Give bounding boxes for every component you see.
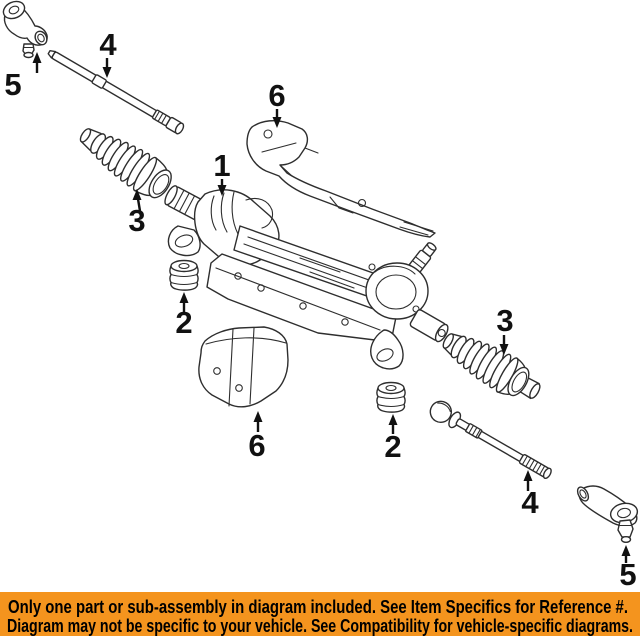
callout-arrow-1 — [217, 179, 227, 196]
steering-gear-boot-left-drawing — [79, 128, 172, 199]
callout-arrow-6-top — [272, 109, 282, 128]
heat-shield-upper-drawing — [246, 119, 436, 238]
callout-label-6-bottom: 6 — [248, 428, 265, 463]
callout-arrow-3-right — [499, 335, 509, 355]
heat-shield-lower-drawing — [198, 326, 289, 408]
callout-label-3-left: 3 — [128, 203, 145, 238]
disclaimer-line-1: Only one part or sub-assembly in diagram… — [8, 597, 628, 617]
disclaimer-banner: Only one part or sub-assembly in diagram… — [0, 592, 640, 636]
callout-label-1: 1 — [213, 148, 230, 183]
callout-label-4-top: 4 — [99, 27, 117, 62]
disclaimer-text-canvas: Only one part or sub-assembly in diagram… — [7, 597, 633, 636]
callout-arrow-3-left — [132, 189, 142, 212]
callout-arrow-4-bottom — [523, 470, 533, 491]
callout-label-2-right: 2 — [384, 429, 401, 464]
callout-arrow-2-right — [388, 414, 398, 434]
callout-label-5-top-left: 5 — [4, 67, 21, 102]
callout-label-2-left: 2 — [175, 305, 192, 340]
callout-arrow-5-top-left — [32, 52, 42, 73]
inner-tie-rod-lower-drawing — [429, 400, 552, 480]
steering-gear-assembly-drawing — [164, 185, 449, 370]
mount-bushing-left-drawing — [169, 259, 199, 291]
callout-label-5-bottom-right: 5 — [619, 557, 636, 592]
callout-arrow-5-bottom-right — [621, 545, 631, 563]
outer-tie-rod-end-lower-drawing — [576, 485, 639, 544]
callout-label-6-top: 6 — [268, 78, 285, 113]
mount-bushing-right-drawing — [376, 381, 406, 413]
callout-label-4-bottom: 4 — [521, 485, 539, 520]
callout-arrow-4-top — [102, 58, 112, 78]
callout-arrow-2-left — [179, 292, 189, 312]
diagram-canvas: 5 4 3 1 6 2 6 2 3 4 5 — [2, 0, 639, 592]
inner-tie-rod-upper-drawing — [47, 50, 185, 135]
callout-arrow-6-bottom — [253, 411, 263, 432]
callout-label-3-right: 3 — [496, 303, 513, 338]
disclaimer-line-2: Diagram may not be specific to your vehi… — [7, 616, 633, 636]
steering-gear-boot-right-drawing — [442, 333, 541, 400]
outer-tie-rod-end-upper-drawing — [2, 0, 48, 59]
